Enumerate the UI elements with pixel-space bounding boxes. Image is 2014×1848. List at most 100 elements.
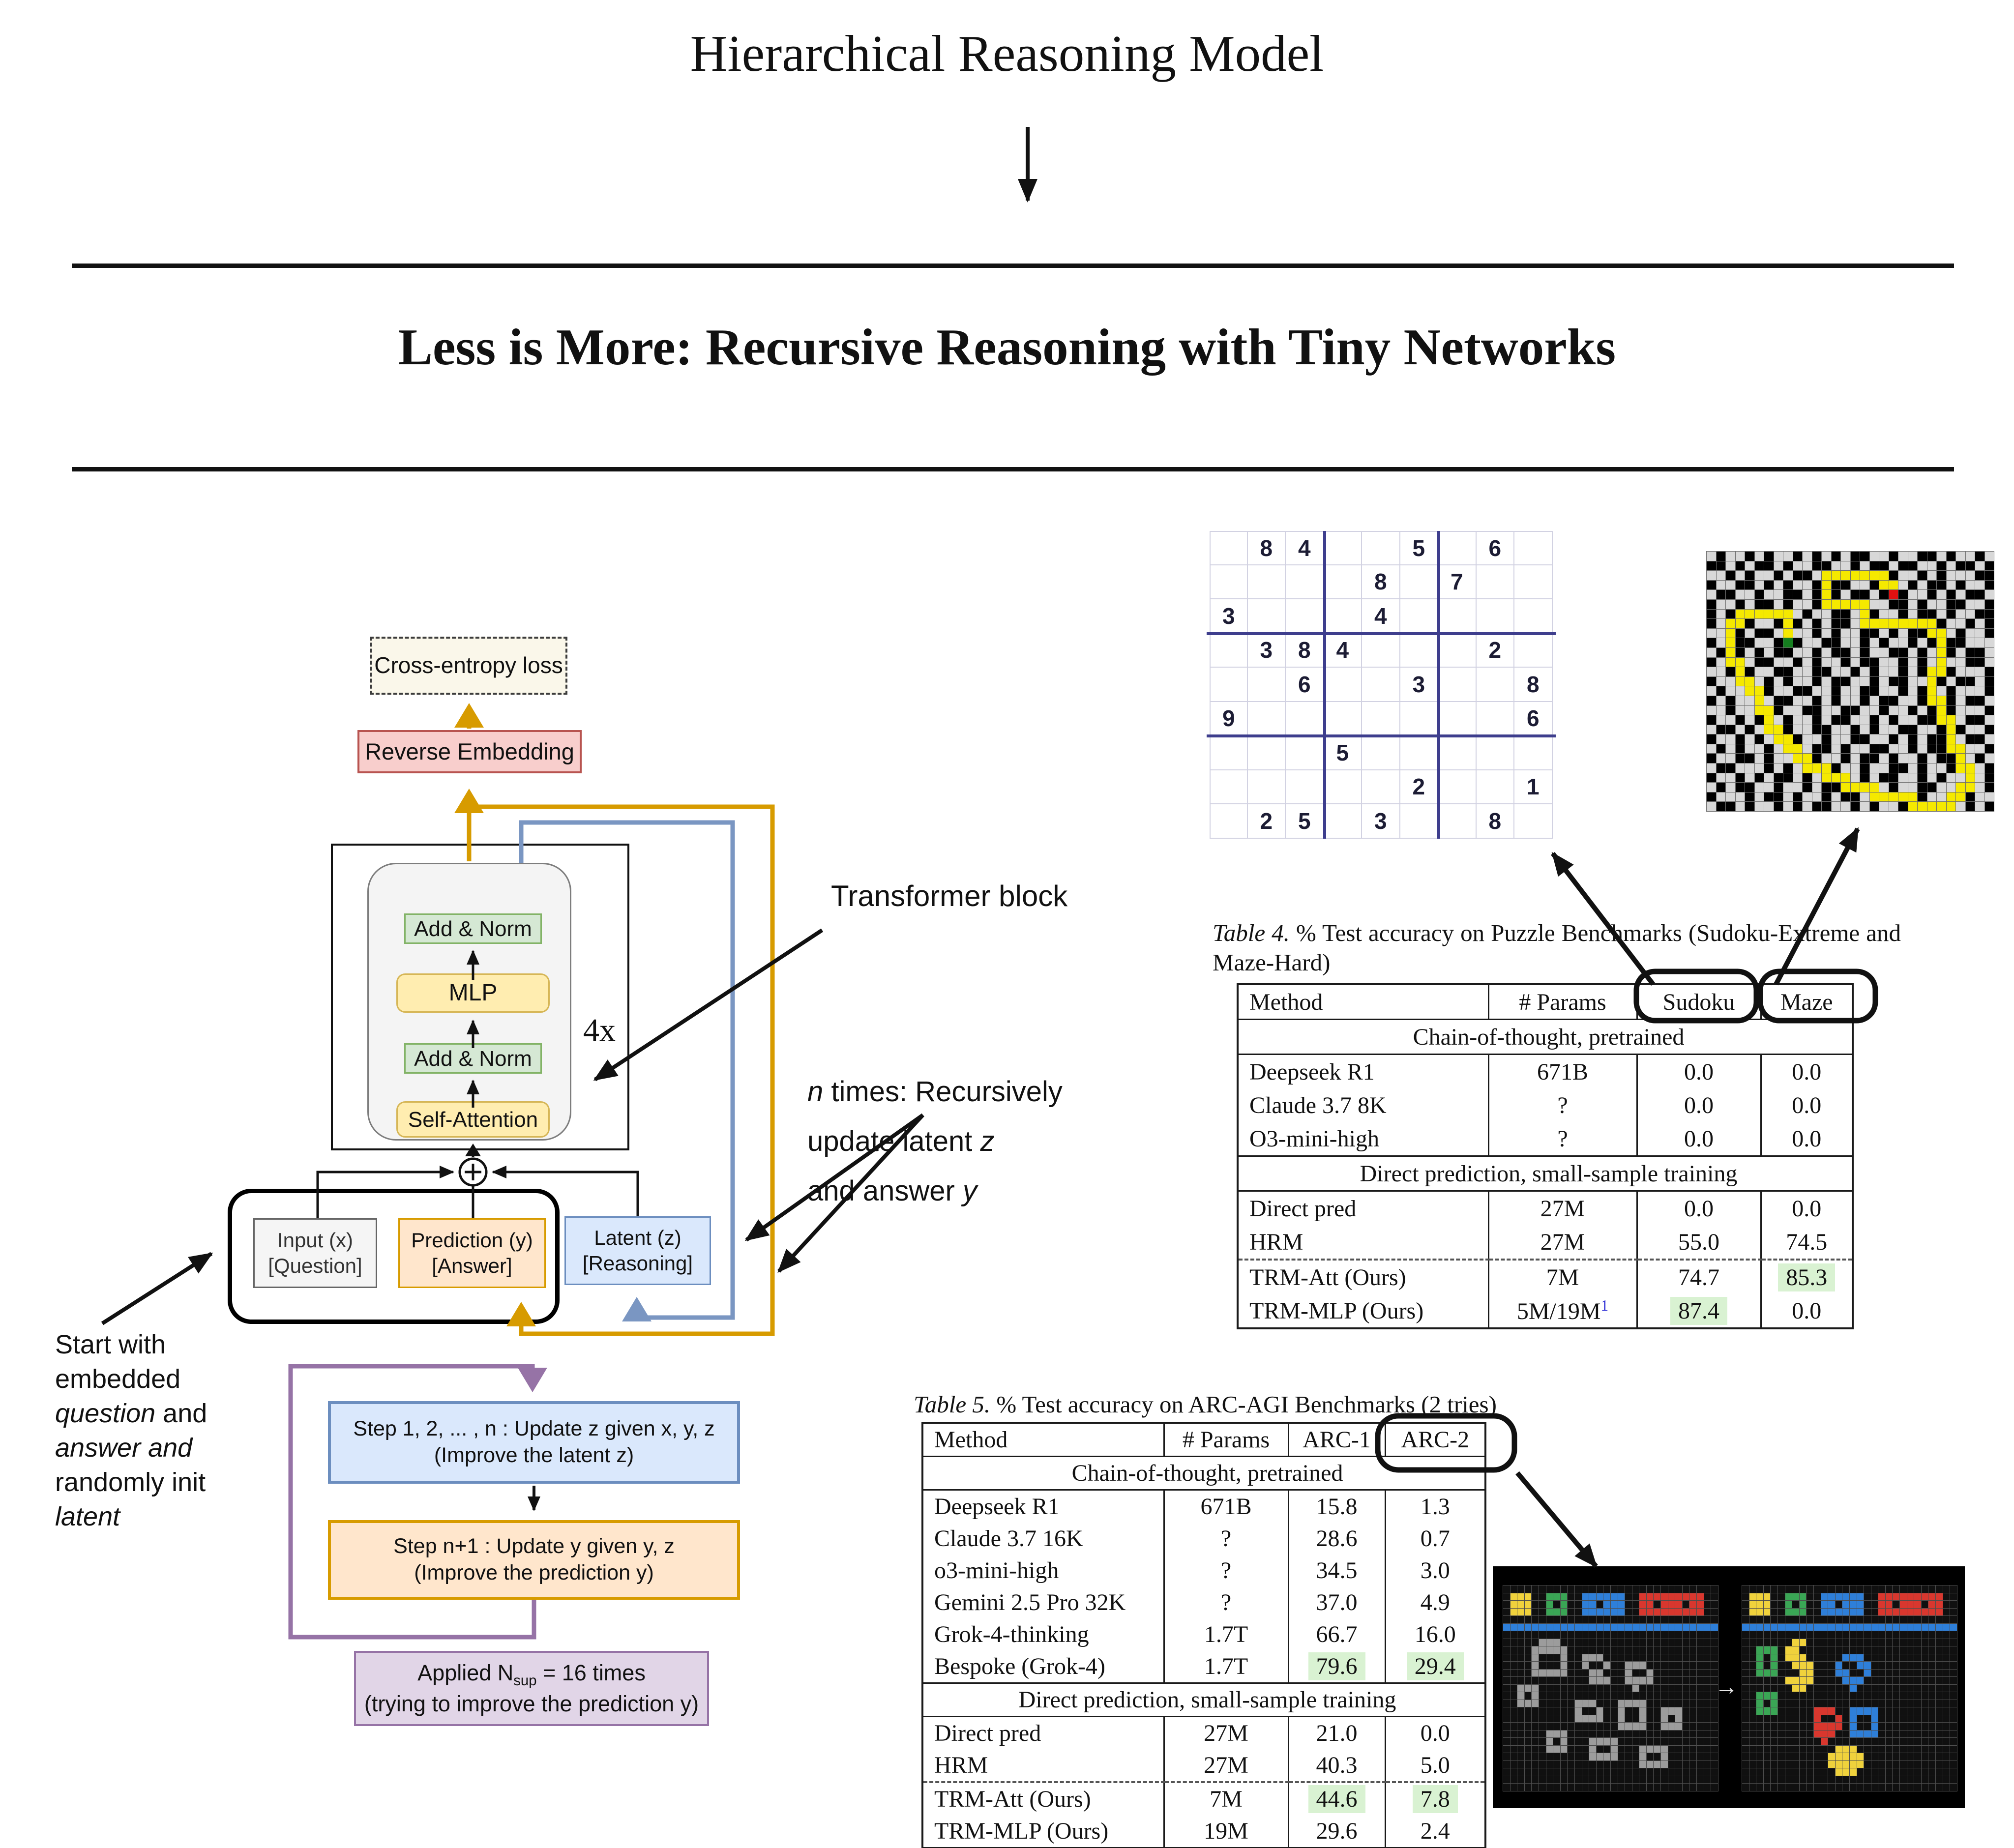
maze-cell [1716, 802, 1725, 812]
maze-path-cell [1822, 773, 1831, 783]
arc-cell [1711, 1585, 1718, 1593]
maze-cell [1707, 628, 1716, 638]
arc-cell [1835, 1776, 1842, 1783]
arc-cell [1885, 1662, 1893, 1669]
arc-cell [1639, 1677, 1646, 1684]
arc-cell [1610, 1585, 1618, 1593]
table-cell: 34.5 [1287, 1555, 1385, 1586]
maze-cell [1803, 705, 1812, 715]
arc-cell [1842, 1669, 1849, 1676]
arc-cell [1792, 1692, 1799, 1700]
arc-cell [1610, 1753, 1618, 1760]
arc-cell [1842, 1677, 1849, 1684]
arc-cell [1907, 1669, 1914, 1676]
maze-path-cell [1937, 667, 1946, 676]
arc-cell [1532, 1608, 1539, 1615]
arc-cell [1560, 1654, 1568, 1661]
arc-cell [1596, 1760, 1603, 1768]
maze-cell [1774, 590, 1783, 599]
arc-cell [1503, 1692, 1510, 1700]
arc-cell [1950, 1669, 1957, 1676]
arc-cell [1618, 1608, 1625, 1615]
maze-cell [1927, 590, 1936, 599]
arc-cell [1654, 1776, 1661, 1783]
arc-cell [1813, 1669, 1821, 1676]
arc-cell [1668, 1662, 1675, 1669]
arc-cell [1639, 1623, 1646, 1631]
maze-cell [1898, 744, 1908, 754]
arc-cell [1893, 1677, 1900, 1684]
arc-cell [1756, 1623, 1763, 1631]
maze-cell [1918, 628, 1927, 638]
arc-cell [1689, 1654, 1697, 1661]
maze-cell [1956, 725, 1965, 734]
arc-cell [1756, 1707, 1763, 1715]
arc-cell [1828, 1631, 1835, 1639]
arc-cell [1610, 1707, 1618, 1715]
arc-cell [1582, 1738, 1589, 1745]
arc-cell [1742, 1631, 1749, 1639]
maze-cell [1822, 715, 1831, 725]
maze-cell [1707, 647, 1716, 657]
arc-cell [1936, 1585, 1943, 1593]
maze-cell [1841, 705, 1850, 715]
sudoku-cell [1210, 565, 1248, 599]
maze-cell [1869, 676, 1879, 686]
arc-cell [1857, 1715, 1864, 1722]
arc-cell [1639, 1585, 1646, 1593]
arc-cell [1568, 1730, 1574, 1737]
maze-cell [1889, 725, 1898, 734]
maze-path-cell [1965, 773, 1975, 783]
arc-cell [1857, 1623, 1864, 1631]
maze-path-cell [1841, 783, 1850, 792]
maze-cell [1716, 792, 1725, 802]
arc-cell [1574, 1654, 1582, 1661]
arc-cell [1682, 1784, 1689, 1791]
arc-cell [1625, 1669, 1632, 1676]
arc-cell [1771, 1662, 1777, 1669]
arc-cell [1943, 1585, 1950, 1593]
arc-cell [1950, 1738, 1957, 1745]
maze-path-cell [1754, 686, 1764, 696]
arc-cell [1711, 1784, 1718, 1791]
arc-cell [1785, 1616, 1792, 1623]
maze-cell [1707, 725, 1716, 734]
arc-cell [1610, 1776, 1618, 1783]
arc-cell [1742, 1662, 1749, 1669]
maze-cell [1764, 686, 1774, 696]
maze-cell [1850, 734, 1860, 744]
arc-cell [1821, 1745, 1828, 1753]
arc-cell [1646, 1738, 1654, 1745]
maze-cell [1908, 599, 1917, 609]
arc-cell [1553, 1654, 1560, 1661]
arc-cell [1524, 1760, 1532, 1768]
maze-cell [1965, 754, 1975, 763]
maze-cell [1707, 561, 1716, 571]
arc-cell [1524, 1662, 1532, 1669]
arc-cell [1639, 1723, 1646, 1730]
maze-cell [1803, 609, 1812, 619]
sudoku-cell: 7 [1438, 565, 1477, 599]
maze-cell [1735, 561, 1745, 571]
maze-cell [1726, 696, 1735, 705]
arc-cell [1821, 1593, 1828, 1600]
arc-cell [1914, 1715, 1921, 1722]
arc-cell [1589, 1723, 1596, 1730]
arc-cell [1510, 1730, 1517, 1737]
maze-path-cell [1937, 705, 1946, 715]
maze-cell [1956, 696, 1965, 705]
maze-cell [1764, 571, 1774, 580]
arc-cell [1646, 1639, 1654, 1646]
arc-cell [1661, 1646, 1668, 1654]
arc-cell [1799, 1700, 1807, 1707]
arc-cell [1532, 1669, 1539, 1676]
maze-cell [1908, 734, 1917, 744]
maze-cell [1927, 754, 1936, 763]
arc-cell [1749, 1684, 1756, 1692]
arc-cell [1878, 1639, 1885, 1646]
arc-cell [1828, 1684, 1835, 1692]
maze-path-cell [1783, 609, 1793, 619]
arc-cell [1654, 1745, 1661, 1753]
maze-cell [1783, 792, 1793, 802]
arc-cell [1813, 1707, 1821, 1715]
